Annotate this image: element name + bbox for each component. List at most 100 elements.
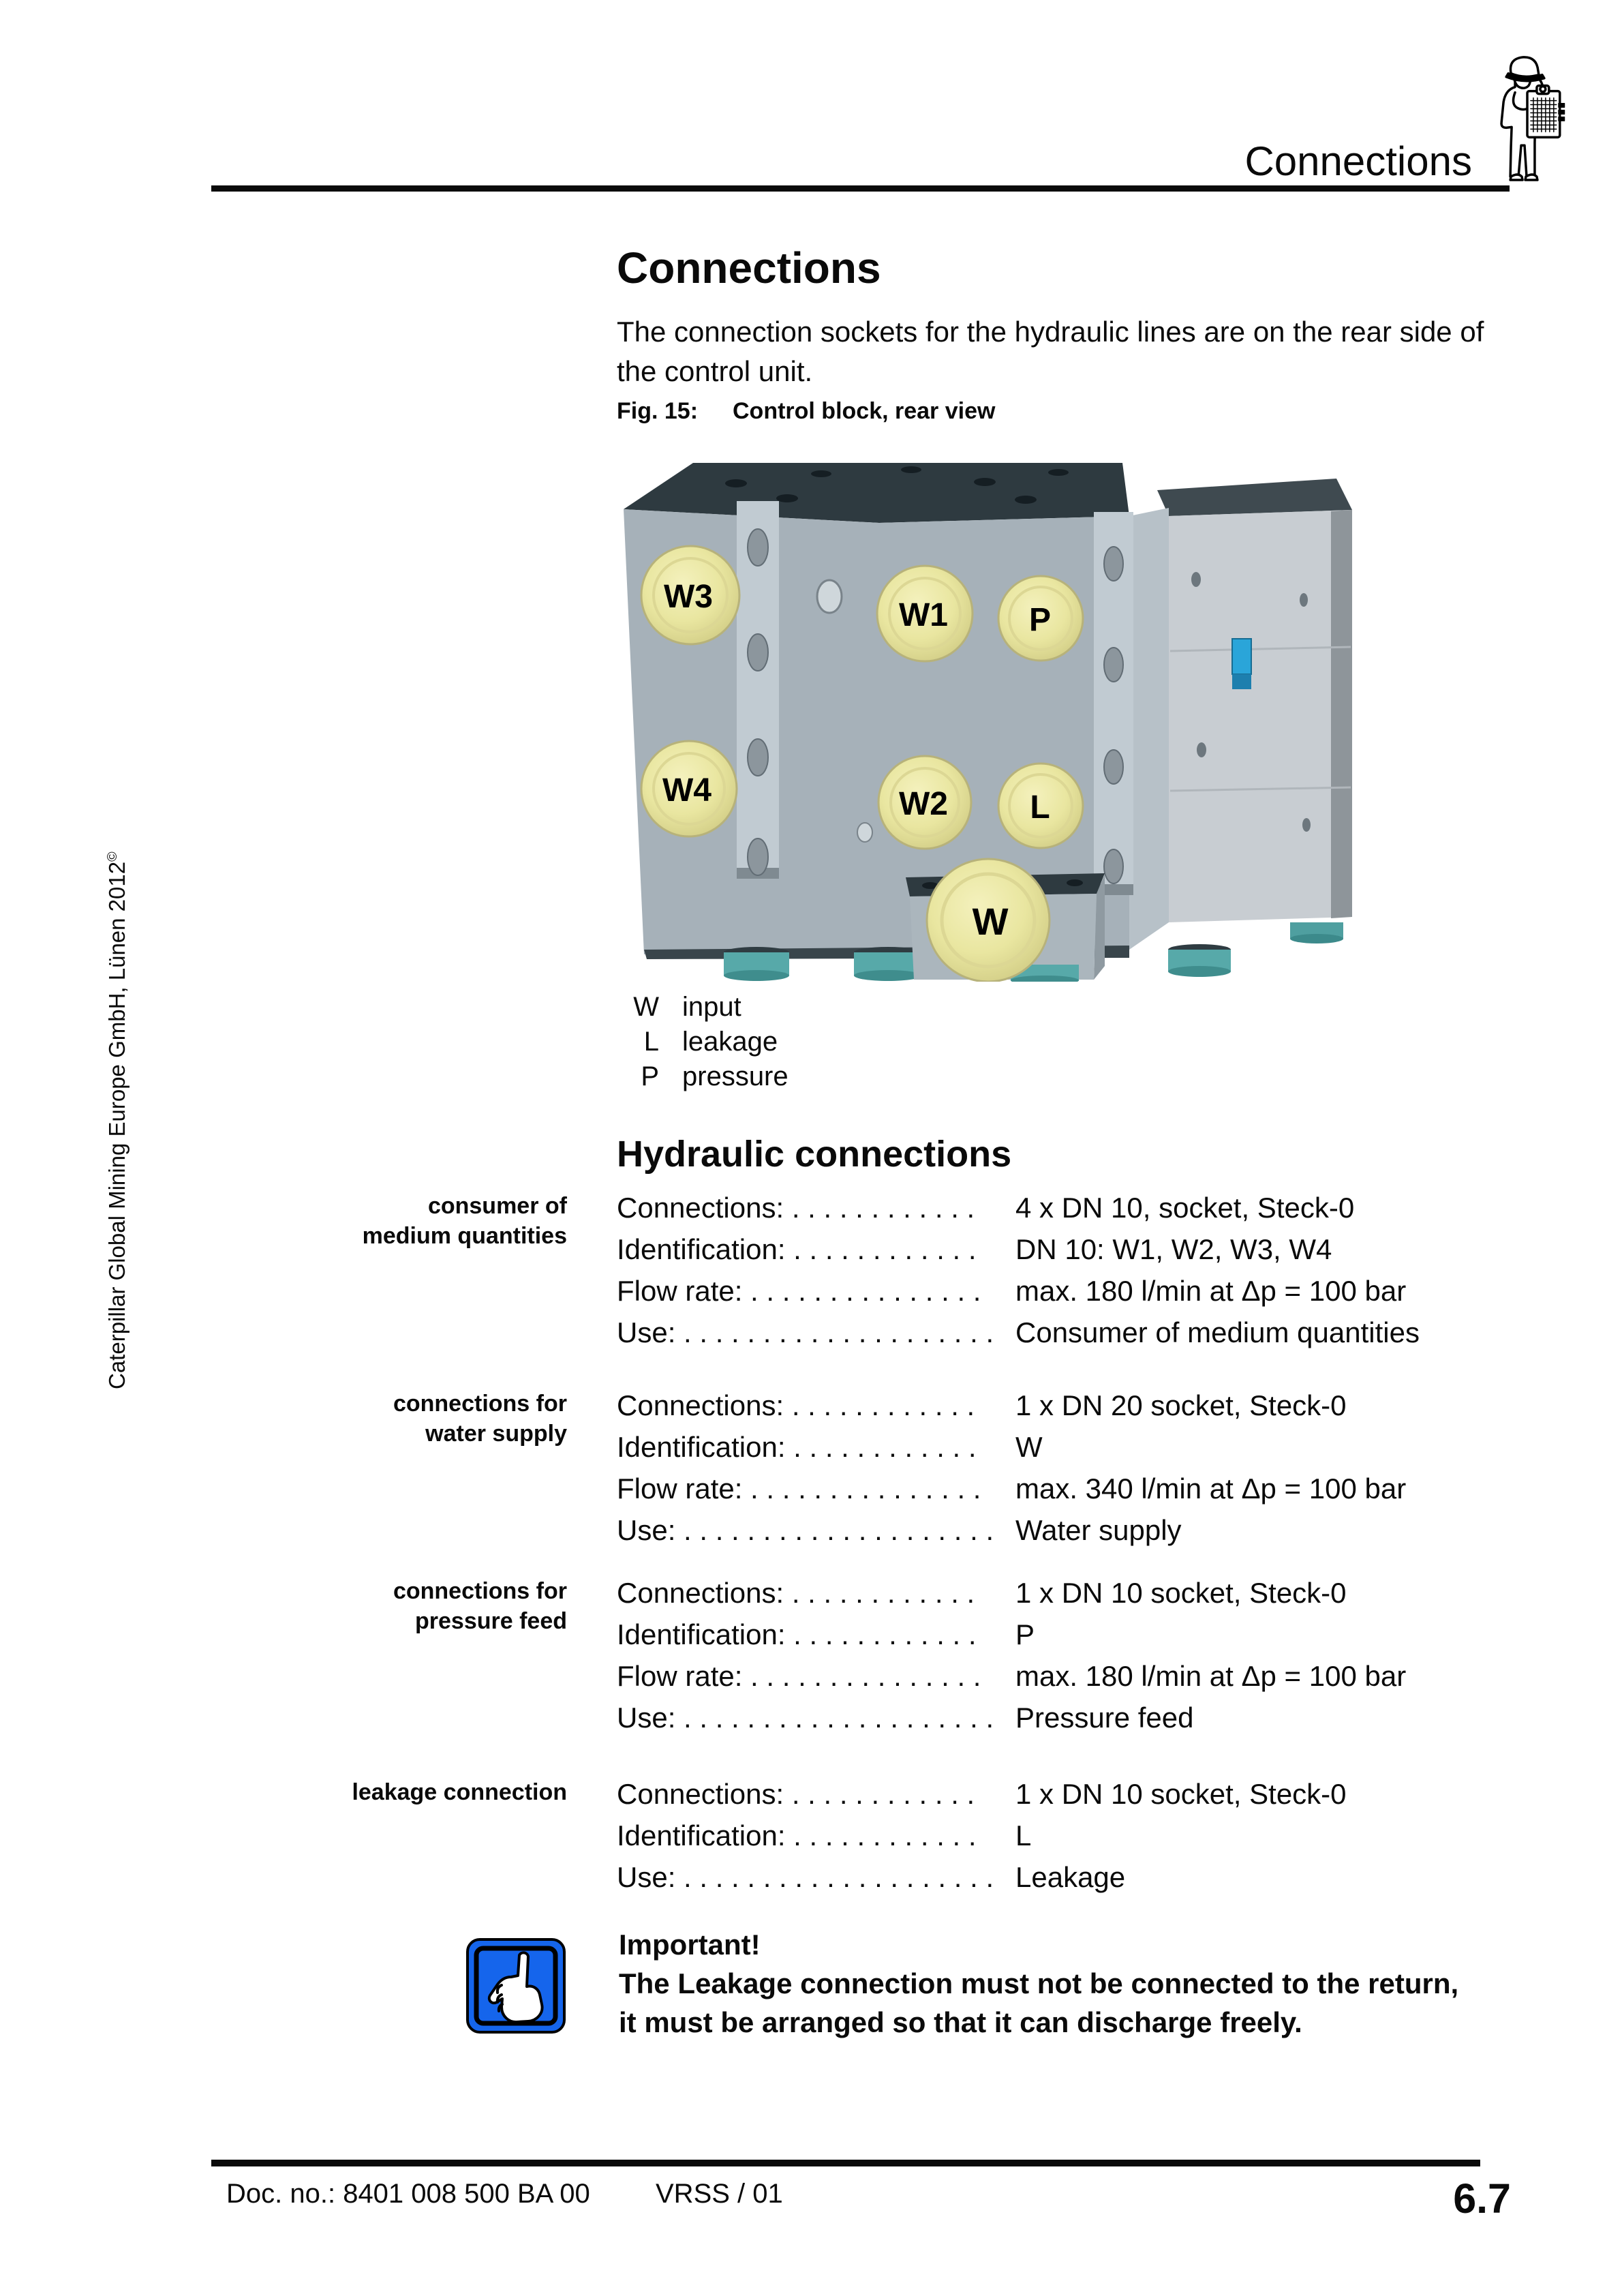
figure-caption: Fig. 15: Control block, rear view — [617, 398, 995, 425]
pointing-hand-icon — [466, 1938, 566, 2034]
figure-caption-label: Fig. 15: — [617, 398, 699, 424]
legend-key: P — [641, 1061, 659, 1091]
port-label-w: W — [973, 900, 1009, 943]
note-title: Important! — [619, 1929, 761, 1961]
port-label-l: L — [1030, 789, 1050, 826]
spec-label: Identification: . . . . . . . . . . . . — [617, 1233, 977, 1265]
legend-key: W — [633, 992, 659, 1022]
copyright-symbol: © — [105, 851, 120, 862]
spec-row: Identification: . . . . . . . . . . . . … — [617, 1815, 1516, 1856]
legend-desc: pressure — [682, 1061, 789, 1091]
spec-label: Identification: . . . . . . . . . . . . — [617, 1819, 977, 1852]
spec-block-leakage: Connections: . . . . . . . . . . . . 1 x… — [617, 1773, 1516, 1898]
margin-label-line: water supply — [425, 1421, 567, 1447]
margin-label-line: consumer of — [427, 1193, 567, 1219]
intro-paragraph: The connection sockets for the hydraulic… — [617, 316, 1484, 387]
spec-value: max. 180 l/min at Δp = 100 bar — [1015, 1275, 1407, 1307]
spec-value: DN 10: W1, W2, W3, W4 — [1015, 1233, 1332, 1265]
worker-clipboard-icon — [1500, 56, 1565, 181]
note-line: it must be arranged so that it can disch… — [619, 2006, 1302, 2038]
section-title: Hydraulic connections — [617, 1134, 1012, 1175]
margin-label-pressure-feed: connections for pressure feed — [211, 1576, 567, 1636]
port-label-w1: W1 — [899, 597, 948, 633]
spec-row: Connections: . . . . . . . . . . . . 1 x… — [617, 1572, 1516, 1614]
control-block-figure: W3 W1 P W4 W2 L W — [624, 463, 1352, 982]
spec-row: Connections: . . . . . . . . . . . . 4 x… — [617, 1187, 1516, 1228]
sidebar-copyright: Caterpillar Global Mining Europe GmbH, L… — [104, 851, 130, 1389]
note-line: The Leakage connection must not be conne… — [619, 1967, 1459, 1999]
spec-row: Flow rate: . . . . . . . . . . . . . . .… — [617, 1468, 1516, 1509]
port-w4: W4 — [640, 740, 738, 838]
legend-desc: leakage — [682, 1027, 778, 1057]
header-running-title: Connections — [1244, 138, 1472, 184]
spec-row: Use: . . . . . . . . . . . . . . . . . .… — [617, 1509, 1516, 1551]
port-w: W — [925, 858, 1051, 982]
margin-label-line: medium quantities — [362, 1223, 567, 1249]
port-l: L — [997, 762, 1084, 849]
spec-value: 4 x DN 10, socket, Steck-0 — [1015, 1192, 1355, 1224]
spec-label: Identification: . . . . . . . . . . . . — [617, 1431, 977, 1463]
page-number: 6.7 — [1453, 2175, 1511, 2222]
legend-key: L — [643, 1027, 659, 1057]
margin-label-line: leakage connection — [352, 1779, 567, 1805]
footer-version: VRSS / 01 — [656, 2179, 783, 2209]
spec-value: max. 180 l/min at Δp = 100 bar — [1015, 1660, 1407, 1692]
spec-value: Consumer of medium quantities — [1015, 1316, 1420, 1348]
blue-connector — [1231, 638, 1252, 675]
spec-label: Use: . . . . . . . . . . . . . . . . . .… — [617, 1514, 994, 1546]
header-rule — [211, 185, 1510, 192]
sidebar-copyright-text: Caterpillar Global Mining Europe GmbH, L… — [104, 861, 129, 1389]
spec-label: Identification: . . . . . . . . . . . . — [617, 1618, 977, 1650]
spec-label: Connections: . . . . . . . . . . . . — [617, 1778, 975, 1810]
spec-value: 1 x DN 20 socket, Steck-0 — [1015, 1389, 1347, 1421]
spec-row: Use: . . . . . . . . . . . . . . . . . .… — [617, 1312, 1516, 1353]
spec-row: Identification: . . . . . . . . . . . . … — [617, 1614, 1516, 1655]
margin-label-line: connections for — [393, 1391, 567, 1417]
footer-doc-no: Doc. no.: 8401 008 500 BA 00 — [226, 2179, 590, 2209]
margin-label-consumer: consumer of medium quantities — [211, 1191, 567, 1251]
legend-desc: input — [682, 992, 741, 1022]
spec-label: Flow rate: . . . . . . . . . . . . . . . — [617, 1275, 981, 1307]
port-w2: W2 — [877, 755, 973, 850]
spec-row: Use: . . . . . . . . . . . . . . . . . .… — [617, 1697, 1516, 1738]
spec-value: P — [1015, 1618, 1035, 1650]
page-title: Connections — [617, 243, 881, 292]
port-label-p: P — [1029, 602, 1051, 638]
spec-row: Identification: . . . . . . . . . . . . … — [617, 1426, 1516, 1468]
important-note: Important! The Leakage connection must n… — [619, 1925, 1518, 2042]
port-p: P — [997, 575, 1084, 662]
spec-row: Flow rate: . . . . . . . . . . . . . . .… — [617, 1270, 1516, 1312]
spec-value: Pressure feed — [1015, 1702, 1194, 1734]
margin-label-line: pressure feed — [415, 1608, 567, 1634]
spec-row: Flow rate: . . . . . . . . . . . . . . .… — [617, 1655, 1516, 1697]
spec-value: 1 x DN 10 socket, Steck-0 — [1015, 1577, 1347, 1609]
spec-value: L — [1015, 1819, 1032, 1852]
spec-row: Connections: . . . . . . . . . . . . 1 x… — [617, 1385, 1516, 1426]
margin-label-leakage: leakage connection — [211, 1777, 567, 1807]
spec-value: Leakage — [1015, 1861, 1126, 1893]
port-w3: W3 — [640, 545, 741, 646]
spec-row: Identification: . . . . . . . . . . . . … — [617, 1228, 1516, 1270]
spec-value: 1 x DN 10 socket, Steck-0 — [1015, 1778, 1347, 1810]
spec-label: Flow rate: . . . . . . . . . . . . . . . — [617, 1660, 981, 1692]
spec-label: Use: . . . . . . . . . . . . . . . . . .… — [617, 1861, 994, 1893]
spec-label: Connections: . . . . . . . . . . . . — [617, 1192, 975, 1224]
figure-caption-text: Control block, rear view — [733, 398, 996, 424]
spec-value: Water supply — [1015, 1514, 1182, 1546]
spec-value: max. 340 l/min at Δp = 100 bar — [1015, 1472, 1407, 1505]
spec-block-consumer: Connections: . . . . . . . . . . . . 4 x… — [617, 1187, 1516, 1353]
margin-label-water-supply: connections for water supply — [211, 1389, 567, 1449]
spec-label: Flow rate: . . . . . . . . . . . . . . . — [617, 1472, 981, 1505]
spec-row: Connections: . . . . . . . . . . . . 1 x… — [617, 1773, 1516, 1815]
port-label-w4: W4 — [662, 772, 711, 809]
spec-label: Use: . . . . . . . . . . . . . . . . . .… — [617, 1702, 994, 1734]
port-label-w3: W3 — [664, 579, 713, 615]
spec-block-water-supply: Connections: . . . . . . . . . . . . 1 x… — [617, 1385, 1516, 1551]
spec-label: Connections: . . . . . . . . . . . . — [617, 1389, 975, 1421]
margin-label-line: connections for — [393, 1578, 567, 1604]
